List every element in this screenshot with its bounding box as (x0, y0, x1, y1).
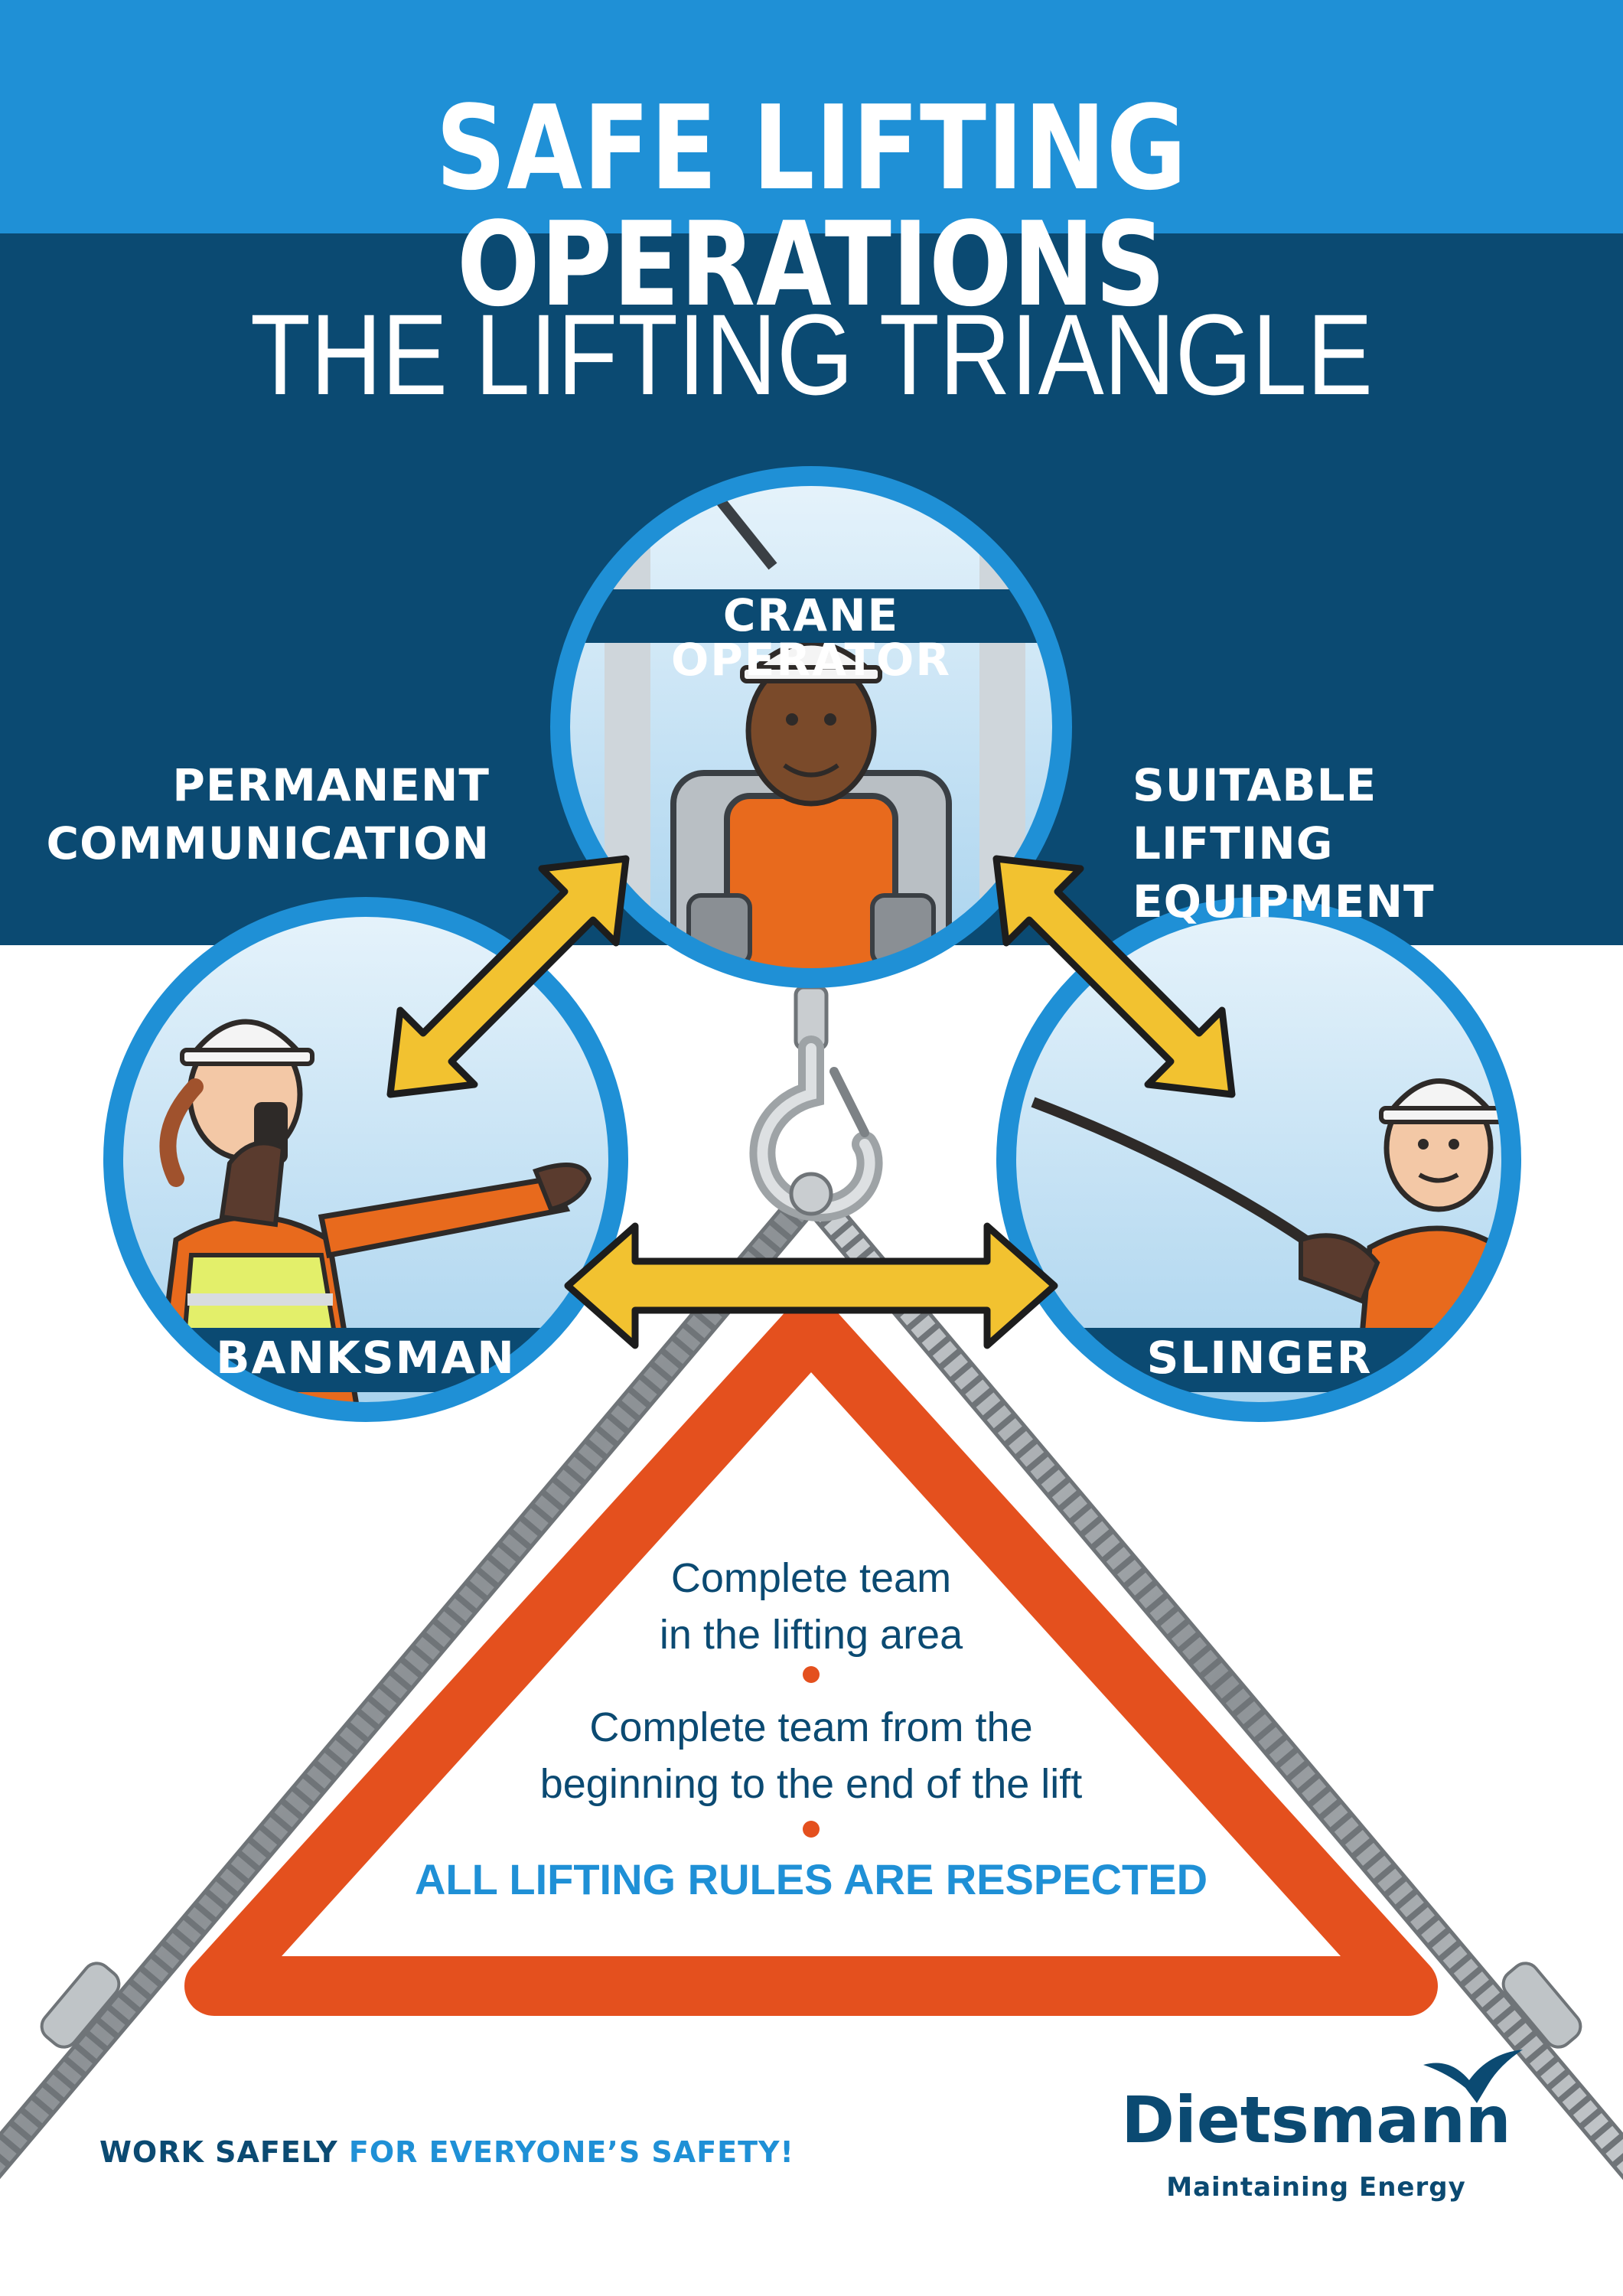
triangle-point-1-line-2: in the lifting area (659, 1612, 963, 1658)
wire-ropes (0, 1179, 1623, 2180)
triangle-point-1: Complete team in the lifting area (429, 1550, 1194, 1663)
title-band (0, 0, 1623, 233)
triangle-point-3: ALL LIFTING RULES ARE RESPECTED (414, 1855, 1208, 1903)
brand-name: Dietsmann (1121, 2082, 1511, 2157)
poster-subtitle: THE LIFTING TRIANGLE (250, 290, 1373, 419)
warning-triangle (184, 1298, 1438, 2016)
right-label-line-2: LIFTING EQUIPMENT (1133, 817, 1435, 928)
suitable-equipment-label: SUITABLE LIFTING EQUIPMENT (1133, 756, 1607, 931)
brand-tagline: Maintaining Energy (1166, 2172, 1466, 2203)
banksman-circle (103, 897, 628, 1422)
left-label-line-1: PERMANENT (172, 759, 490, 811)
footer-slogan: WORK SAFELY FOR EVERYONE’S SAFETY! (99, 2135, 794, 2169)
left-label-line-2: COMMUNICATION (46, 817, 490, 869)
bullet-dot-1 (803, 1666, 820, 1683)
double-arrow-icon (386, 855, 1236, 1349)
role-slinger: SLINGER (1146, 1332, 1373, 1384)
right-label-line-1: SUITABLE (1133, 759, 1377, 811)
footer-slogan-part-1: WORK SAFELY (99, 2135, 349, 2169)
dietsmann-bird-logo (1423, 2050, 1523, 2103)
bullet-dot-2 (803, 1821, 820, 1838)
footer-slogan-part-2: FOR EVERYONE’S SAFETY! (348, 2135, 794, 2169)
crane-operator-circle (550, 466, 1072, 988)
triangle-point-2: Complete team from the beginning to the … (429, 1699, 1194, 1812)
triangle-point-2-line-2: beginning to the end of the lift (539, 1761, 1083, 1807)
poster-title: SAFE LIFTING OPERATIONS (435, 80, 1188, 332)
triangle-point-1-line-1: Complete team (670, 1555, 952, 1601)
triangle-point-2-line-1: Complete team from the (589, 1704, 1033, 1750)
permanent-communication-label: PERMANENT COMMUNICATION (46, 756, 490, 872)
role-banksman: BANKSMAN (216, 1332, 516, 1384)
hook-icon (749, 985, 883, 1222)
role-crane-operator: CRANE OPERATOR (670, 589, 951, 686)
